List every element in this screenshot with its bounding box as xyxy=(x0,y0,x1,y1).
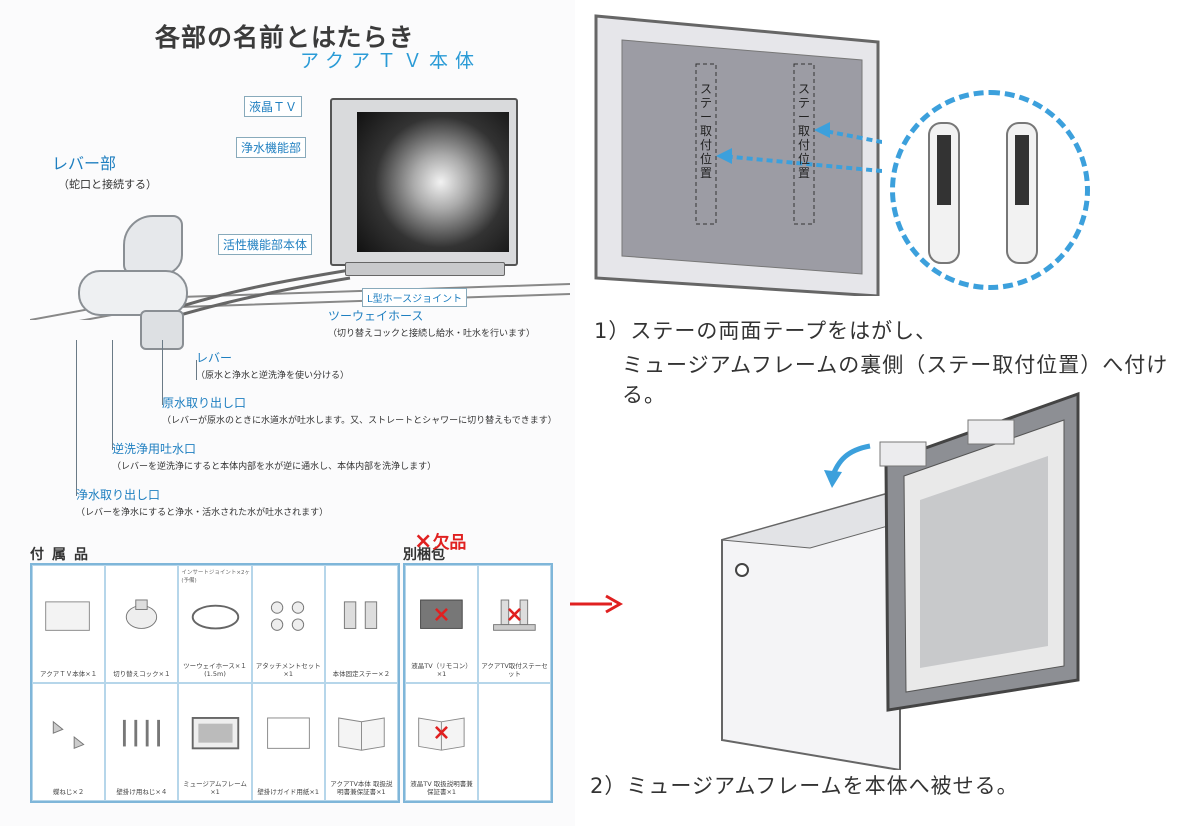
accessories-grid: アクアＴＶ本体×１ 切り替えコック×１ インサートジョイント×2ヶ(予備) ツー… xyxy=(30,563,400,803)
mount-stay-set-icon xyxy=(493,599,536,631)
accessory-cell: インサートジョイント×2ヶ(予備) ツーウェイホース×１(1.5m) xyxy=(178,565,252,683)
frame-back-illustration xyxy=(594,14,882,296)
callout-pure-outlet-title: 浄水取り出し口 xyxy=(76,488,161,502)
page-title: 各部の名前とはたらき xyxy=(155,23,415,52)
callout-lcd-tv: 液晶ＴＶ xyxy=(244,96,303,117)
museum-frame-icon xyxy=(191,716,239,749)
red-arrow-icon xyxy=(570,594,624,614)
manual-left-page: 各部の名前とはたらき アクアＴＶ本体 レバー部 （蛇口と接続する） 液晶ＴＶ 浄… xyxy=(0,0,575,826)
frame-mount-illustration xyxy=(721,391,1080,770)
accessory-label: ツーウェイホース×１(1.5m) xyxy=(183,662,247,679)
lcd-tv-icon xyxy=(420,599,463,629)
attachment-set-icon xyxy=(270,600,304,631)
fixing-stay-icon xyxy=(343,600,378,629)
callout-raw-outlet-title: 原水取り出し口 xyxy=(162,396,247,410)
callout-backwash-outlet: 逆洗浄用吐水口 （レバーを逆洗浄にすると本体内部を水が逆に通水し、本体内部を洗浄… xyxy=(112,440,436,472)
separate-cell: × アクアTV取付ステーセット xyxy=(478,565,551,683)
callout-backwash-outlet-note: （レバーを逆洗浄にすると本体内部を水が逆に通水し、本体内部を洗浄します） xyxy=(112,462,437,472)
callout-lever-note: （原水と浄水と逆洗浄を使い分ける） xyxy=(196,371,350,381)
tv-stand xyxy=(345,262,505,276)
wall-screw-icon xyxy=(123,719,161,746)
accessory-cell: 壁掛けガイド用紙×1 xyxy=(251,683,325,801)
accessory-cell: アタッチメントセット×1 xyxy=(251,565,325,683)
accessory-cell: 蝶ねじ×２ xyxy=(32,683,106,801)
accessory-label: ミュージアムフレーム×1 xyxy=(183,780,247,797)
callout-raw-outlet: 原水取り出し口 （レバーが原水のときに水道水が吐水します。又、ストレートとシャワ… xyxy=(162,394,557,426)
manual-book-icon xyxy=(338,716,385,751)
lever-section-note: （蛇口と接続する） xyxy=(58,178,157,191)
insert-joint-note: インサートジョイント×2ヶ(予備) xyxy=(181,570,250,584)
callout-purify-unit: 浄水機能部 xyxy=(236,137,307,158)
accessory-cell: アクアTV本体 取扱説明書兼保証書×1 xyxy=(324,683,398,801)
accessory-label: アクアＴＶ本体×１ xyxy=(40,670,98,679)
separate-cell: × 液晶TV 取扱説明書兼保証書×1 xyxy=(405,683,478,801)
missing-label: 欠品 xyxy=(432,533,467,553)
missing-items-note: ×欠品 xyxy=(414,528,466,554)
separate-cell: × 液晶TV（リモコン）×1 xyxy=(405,565,478,683)
accessories-heading: 付属品 xyxy=(30,547,96,563)
wall-guide-paper-icon xyxy=(266,717,310,749)
leader-line xyxy=(112,340,113,450)
callout-l-joint: L型ホースジョイント xyxy=(362,288,468,307)
stay-zoom-circle xyxy=(890,90,1090,290)
accessory-cell: 壁掛け用ねじ×４ xyxy=(105,683,179,801)
separate-label: 液晶TV 取扱説明書兼保証書×1 xyxy=(410,780,473,797)
missing-cross-icon: × xyxy=(432,602,451,628)
callout-backwash-outlet-title: 逆洗浄用吐水口 xyxy=(112,442,197,456)
accessory-label: 蝶ねじ×２ xyxy=(52,788,85,797)
callout-two-way-hose-note: （切り替えコックと接続し給水・吐水を行います） xyxy=(328,329,536,339)
accessory-label: アクアTV本体 取扱説明書兼保証書×1 xyxy=(330,780,393,797)
accessory-cell: アクアＴＶ本体×１ xyxy=(32,565,106,683)
wing-nut-icon xyxy=(52,720,85,749)
missing-cross-icon: × xyxy=(432,720,451,746)
callout-lever-title: レバー xyxy=(196,351,233,365)
missing-cross-icon: × xyxy=(505,602,524,628)
accessory-label: 切り替えコック×１ xyxy=(113,670,171,679)
switch-cock-icon xyxy=(126,599,158,629)
page-subtitle: アクアＴＶ本体 xyxy=(300,50,482,72)
leader-line xyxy=(162,340,163,405)
tv-manual-icon xyxy=(418,716,465,751)
aqua-tv-body-icon xyxy=(45,600,90,631)
leader-line xyxy=(196,360,197,380)
stay-bracket-icon xyxy=(928,122,1038,264)
faucet-lever-illustration xyxy=(68,190,198,350)
step-1-line-2: ミュージアムフレームの裏側（ステー取付位置）へ付ける。 xyxy=(622,353,1169,407)
lever-section-title: レバー部 xyxy=(52,154,117,173)
accessory-label: 壁掛け用ねじ×４ xyxy=(116,788,168,797)
callout-raw-outlet-note: （レバーが原水のときに水道水が吐水します。又、ストレートとシャワーに切り替えもで… xyxy=(162,416,557,426)
hose-icon xyxy=(191,604,239,629)
step-2-text: 2）ミュージアムフレームを本体へ被せる。 xyxy=(590,774,1019,798)
accessory-cell: 切り替えコック×１ xyxy=(105,565,179,683)
accessory-cell: ミュージアムフレーム×1 xyxy=(178,683,252,801)
callout-pure-outlet: 浄水取り出し口 （レバーを浄水にすると浄水・活水された水が吐水されます） xyxy=(76,486,328,518)
stay-position-label-1: ステー取付位置 xyxy=(700,82,713,180)
leader-line xyxy=(76,340,77,496)
separate-label: アクアTV取付ステーセット xyxy=(481,662,548,679)
accessory-label: 壁掛けガイド用紙×1 xyxy=(257,788,319,797)
step-1-line-1: 1）ステーの両面テープをはがし、 xyxy=(594,319,938,343)
accessory-cell: 本体固定ステー×２ xyxy=(324,565,398,683)
callout-active-unit: 活性機能部本体 xyxy=(218,234,313,255)
separate-label: 液晶TV（リモコン）×1 xyxy=(411,662,472,679)
callout-pure-outlet-note: （レバーを浄水にすると浄水・活水された水が吐水されます） xyxy=(76,508,329,518)
callout-two-way-hose-title: ツーウェイホース xyxy=(328,309,424,323)
separate-cell-empty xyxy=(478,683,551,801)
callout-two-way-hose: ツーウェイホース （切り替えコックと接続し給水・吐水を行います） xyxy=(328,307,535,339)
cross-icon: × xyxy=(414,529,433,554)
separate-pack-grid: × 液晶TV（リモコン）×1 × アクアTV取付ステーセット × 液晶TV 取扱… xyxy=(403,563,553,803)
accessory-label: アタッチメントセット×1 xyxy=(255,662,321,679)
callout-lever: レバー （原水と浄水と逆洗浄を使い分ける） xyxy=(196,349,349,381)
stay-position-label-2: ステー取付位置 xyxy=(798,82,811,180)
separate-pack-heading: 別梱包 xyxy=(403,547,445,563)
accessory-label: 本体固定ステー×２ xyxy=(332,670,391,679)
waterfall-screen-image xyxy=(357,112,509,252)
